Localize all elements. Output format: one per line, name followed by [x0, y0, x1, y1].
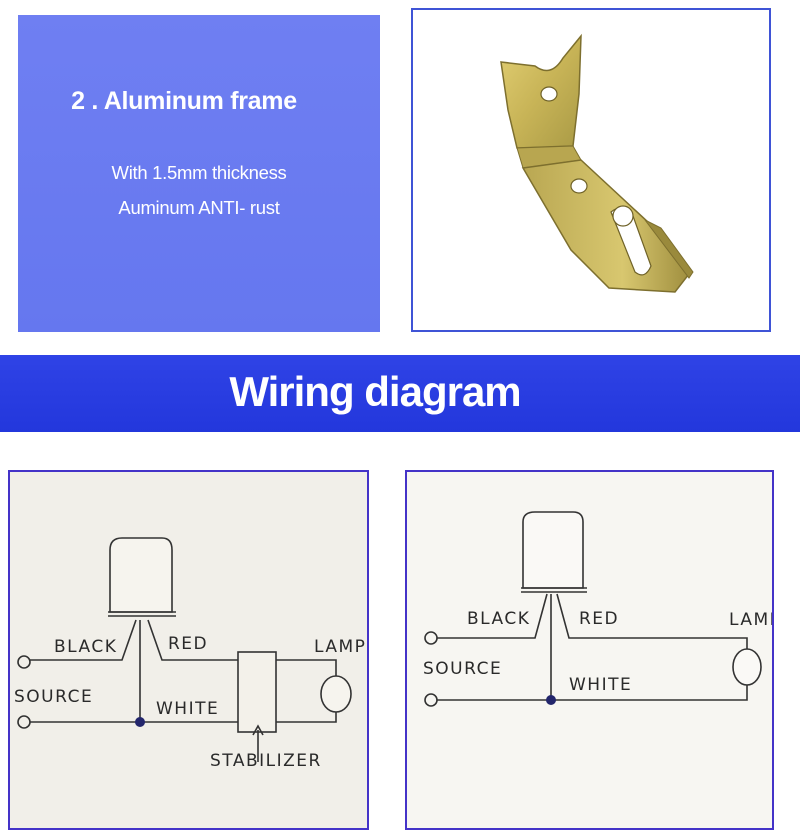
label-stabilizer: STABILIZER: [210, 751, 322, 771]
aluminum-frame-info-panel: 2 . Aluminum frame With 1.5mm thickness …: [18, 15, 380, 332]
wiring-diagram-banner: Wiring diagram: [0, 355, 800, 432]
label-source: SOURCE: [423, 659, 502, 679]
label-lamp: LAMP: [729, 610, 774, 630]
wiring-diagram-direct: BLACK RED SOURCE WHITE LAMP: [405, 470, 774, 830]
banner-title: Wiring diagram: [229, 368, 521, 415]
label-red: RED: [579, 609, 619, 629]
info-title: 2 . Aluminum frame: [71, 87, 297, 115]
label-source: SOURCE: [14, 687, 93, 707]
label-white: WHITE: [569, 675, 632, 695]
lamp-circle-icon: [320, 675, 352, 713]
label-black: BLACK: [54, 637, 117, 657]
bracket-icon: [500, 33, 694, 293]
label-white: WHITE: [156, 699, 219, 719]
label-red: RED: [168, 634, 208, 654]
info-line-thickness: With 1.5mm thickness: [111, 162, 287, 183]
label-black: BLACK: [467, 609, 530, 629]
label-lamp: LAMP: [314, 637, 366, 657]
bracket-photo-frame: [411, 8, 771, 332]
photocell-sensor-icon: [109, 537, 173, 613]
wiring-diagram-with-stabilizer: BLACK RED SOURCE WHITE LAMP STABILIZER: [8, 470, 369, 830]
info-line-anti-rust: Auminum ANTI- rust: [118, 197, 280, 218]
